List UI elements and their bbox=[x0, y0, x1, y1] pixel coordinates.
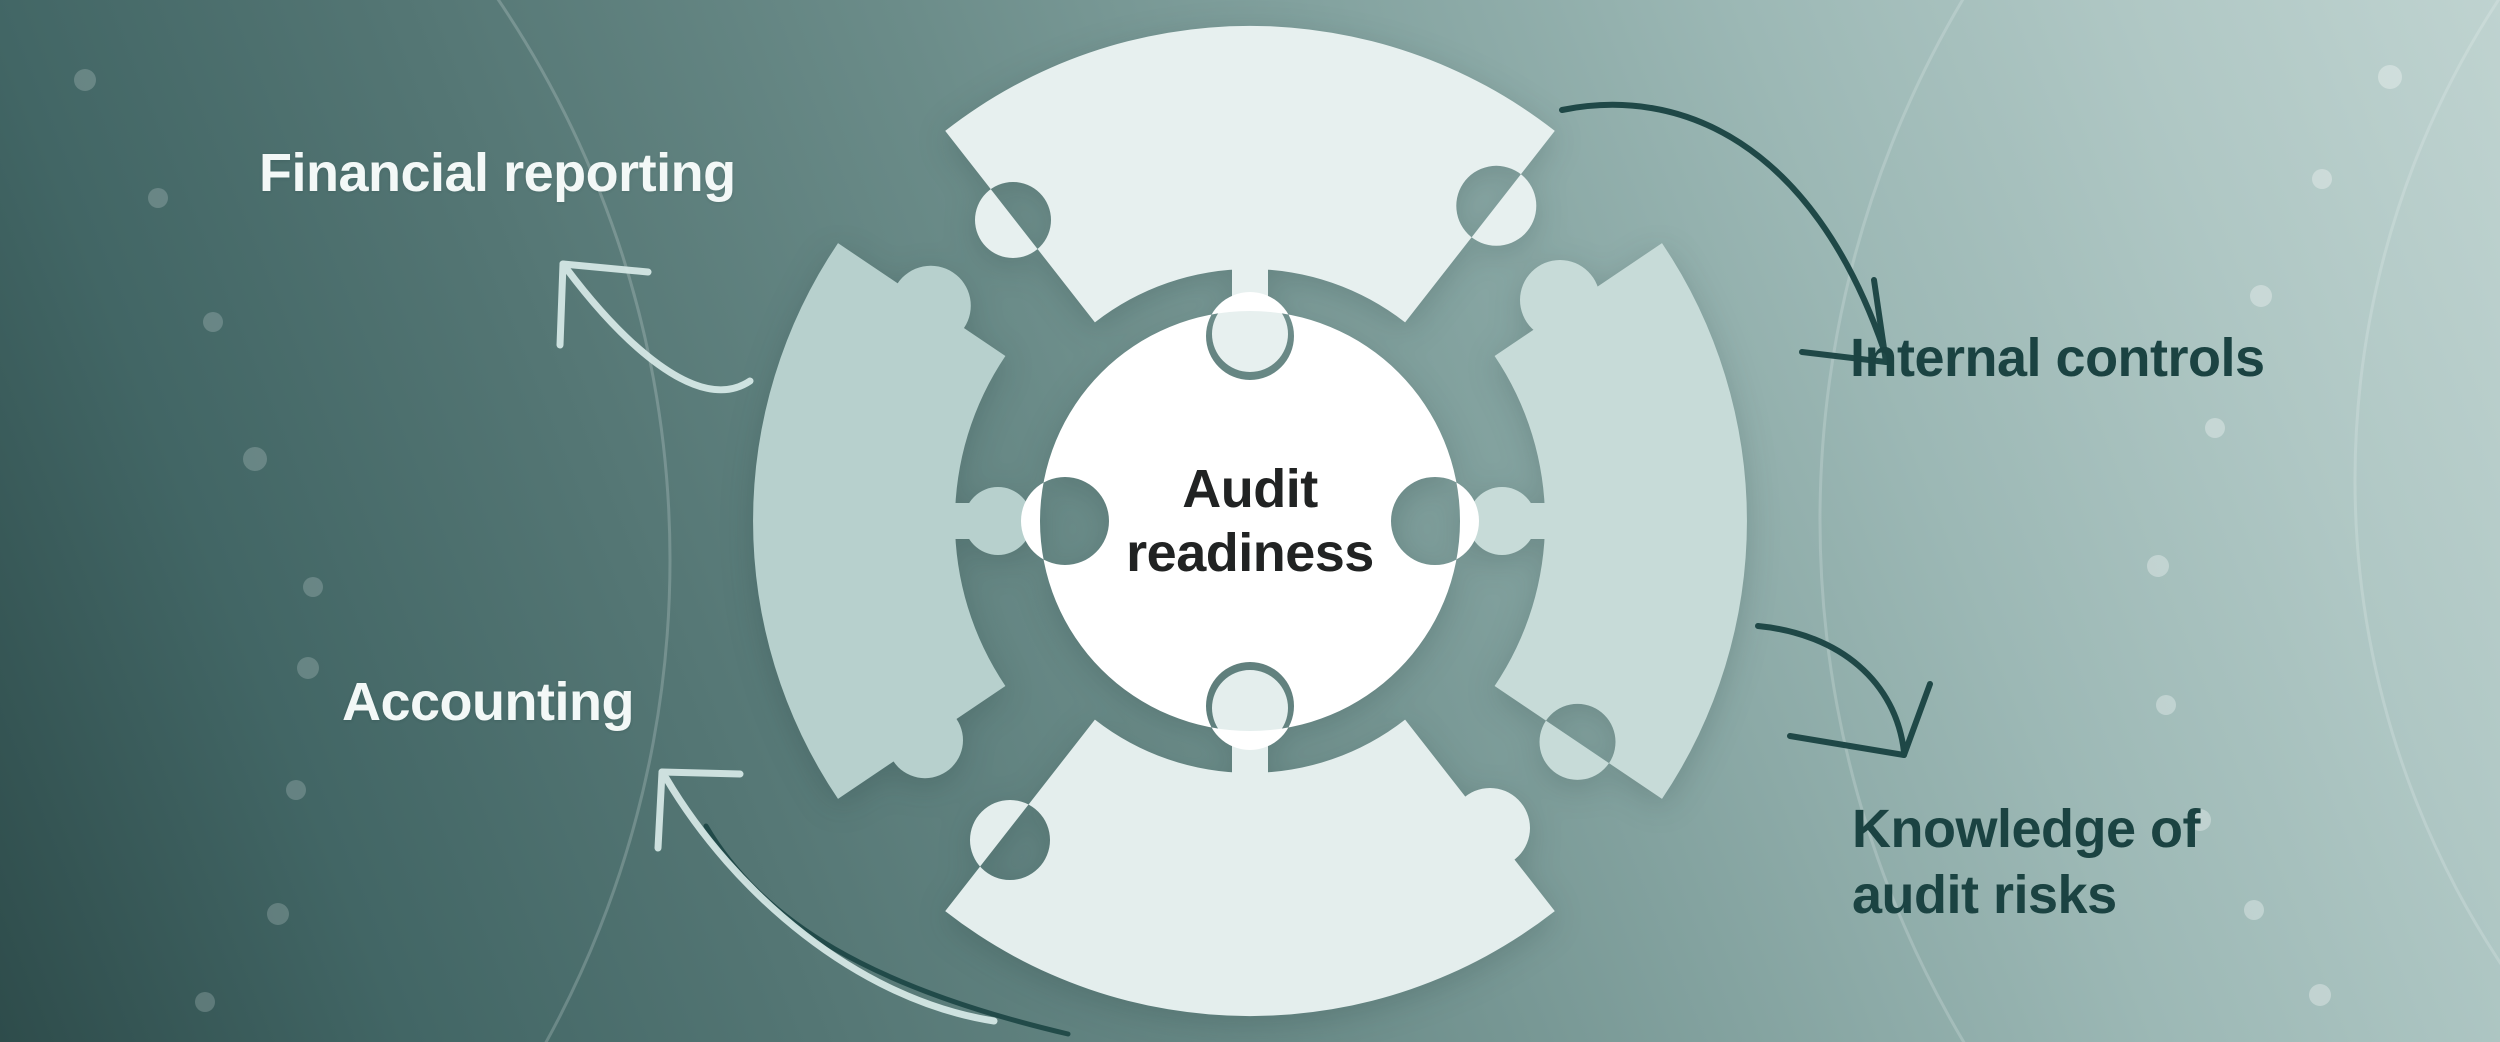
center-label-audit-readiness: Audit readiness bbox=[1126, 459, 1374, 583]
label-financial-reporting: Financial reporting bbox=[259, 143, 736, 203]
arrow-to-accounting bbox=[654, 768, 998, 1025]
puzzle-piece-left bbox=[753, 243, 1032, 799]
arrow-to-financial-reporting bbox=[556, 260, 754, 394]
label-accounting: Accounting bbox=[342, 672, 634, 732]
decor-arc-left bbox=[496, 0, 672, 1042]
dot-trail-right bbox=[2147, 65, 2402, 1006]
dark-arrows bbox=[1559, 101, 1933, 758]
arrow-to-internal-controls bbox=[1559, 101, 1889, 365]
light-arrows bbox=[556, 260, 998, 1025]
label-knowledge-of-audit-risks: Knowledge of audit risks bbox=[1852, 799, 2200, 925]
puzzle-piece-bottom bbox=[945, 670, 1555, 1017]
puzzle-piece-right bbox=[1468, 243, 1747, 799]
decor-arc-right-outer bbox=[2353, 0, 2500, 965]
dot-trail-left bbox=[74, 69, 323, 1012]
puzzle-center-circle bbox=[1021, 292, 1479, 750]
label-internal-controls: Internal controls bbox=[1850, 328, 2265, 388]
decor-arc-right-inner bbox=[1818, 0, 1966, 1042]
puzzle-piece-top bbox=[945, 25, 1555, 373]
arrow-to-knowledge-of-audit-risks bbox=[1755, 623, 1933, 758]
